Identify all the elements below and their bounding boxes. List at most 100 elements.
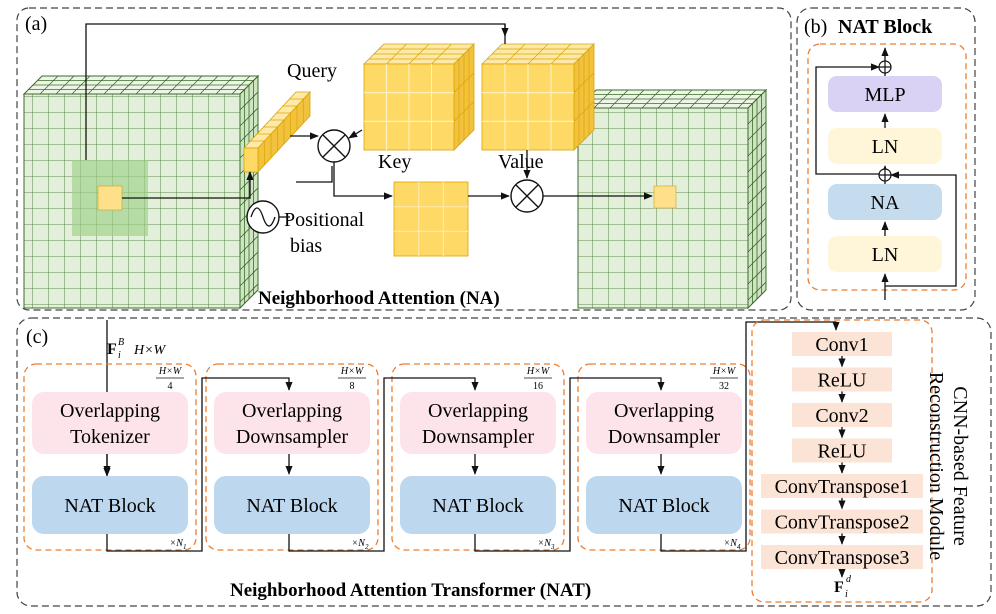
output-feature-label: F i d <box>834 574 852 600</box>
cnn-layer-box <box>761 474 923 498</box>
nat-block-label: NAT Block <box>432 495 523 517</box>
output-token <box>653 185 677 209</box>
cnn-layer-label: ConvTranspose2 <box>775 512 910 534</box>
resolution-numerator: H×W <box>340 366 365 377</box>
svg-text:i: i <box>845 589 848 600</box>
resolution-denominator: 4 <box>168 381 173 392</box>
repeat-count: ×N1 <box>170 538 187 551</box>
residual-add-icon <box>878 168 892 182</box>
panel-c-tag: (c) <box>26 326 48 348</box>
overlapping-downsampler-box <box>586 392 742 454</box>
ln-box-top <box>828 128 942 164</box>
svg-text:B: B <box>118 337 124 348</box>
key-block <box>363 43 475 151</box>
resolution-numerator: H×W <box>526 366 551 377</box>
panel-b-tag: (b) <box>804 16 827 38</box>
cnn-layer-box <box>761 509 923 534</box>
mlp-label: MLP <box>864 84 905 106</box>
panel-a-tag: (a) <box>25 13 47 35</box>
resolution-denominator: 16 <box>533 381 543 392</box>
input-feature-cube <box>22 74 260 310</box>
nat-block-label: NAT Block <box>618 495 709 517</box>
stage-connectors <box>106 321 840 552</box>
sine-wave-icon <box>246 200 280 234</box>
nat-block-box <box>214 476 370 534</box>
op-label: Overlapping <box>242 400 342 422</box>
panel-c-border <box>16 317 992 607</box>
ln-label-bottom: LN <box>872 244 899 266</box>
op-label: Tokenizer <box>70 426 150 448</box>
nat-block-box <box>586 476 742 534</box>
mlp-box <box>828 76 942 112</box>
resolution-denominator: 8 <box>350 381 355 392</box>
cnn-layer-box <box>792 367 892 392</box>
cnn-module-title: CNN-based Feature <box>949 386 971 546</box>
overlapping-downsampler-box <box>214 392 370 454</box>
resolution-numerator: H×W <box>712 366 737 377</box>
panel-c: (c) F i B H×W H×W 4OverlappingTokenizerNA… <box>16 317 992 607</box>
cnn-reconstruction-module: Conv1ReLUConv2ReLUConvTranspose1ConvTran… <box>751 319 971 603</box>
query-token <box>97 185 123 211</box>
stage-boundary <box>23 363 197 551</box>
svg-text:F: F <box>107 341 117 358</box>
output-feature-cube <box>576 88 768 310</box>
value-block <box>481 43 595 151</box>
overlapping-downsampler-box <box>400 392 556 454</box>
query-vector <box>243 90 311 174</box>
stage-boundary <box>577 363 751 551</box>
svg-text:H×W: H×W <box>133 343 167 358</box>
nat-block-boundary <box>807 43 967 291</box>
na-connectors <box>85 23 653 218</box>
op-label: Downsampler <box>422 426 535 448</box>
panel-b-title: NAT Block <box>838 16 933 38</box>
overlapping-tokenizer-box <box>32 392 188 454</box>
resolution-denominator: 32 <box>719 381 729 392</box>
cnn-layer-box <box>761 545 923 569</box>
query-label: Query <box>287 60 337 82</box>
repeat-count: ×N4 <box>724 538 741 551</box>
multiply-icon <box>510 179 544 213</box>
cnn-layer-label: ReLU <box>818 441 867 463</box>
cnn-layer-label: ConvTranspose3 <box>775 547 910 569</box>
panel-a-border <box>16 7 792 311</box>
svg-text:F: F <box>834 579 844 596</box>
svg-text:i: i <box>118 350 121 361</box>
residual-add-icon <box>878 60 892 74</box>
cnn-layer-box <box>792 332 892 356</box>
nat-block-box <box>32 476 188 534</box>
input-feature-label: F i B H×W <box>107 337 167 361</box>
key-label: Key <box>378 151 411 173</box>
multiply-icon <box>317 129 351 163</box>
ln-label-top: LN <box>872 136 899 158</box>
nat-block-connectors <box>815 47 957 300</box>
op-label: Downsampler <box>236 426 349 448</box>
nat-block-box <box>400 476 556 534</box>
op-label: Downsampler <box>608 426 721 448</box>
na-label: NA <box>871 192 900 214</box>
ln-box-bottom <box>828 236 942 272</box>
cnn-layer-box <box>792 403 892 427</box>
positional-bias-label: Positional <box>284 209 364 231</box>
repeat-count: ×N3 <box>538 538 555 551</box>
panel-a: (a) Query <box>16 7 792 311</box>
op-label: Overlapping <box>428 400 528 422</box>
nat-block-label: NAT Block <box>246 495 337 517</box>
stage-boundary <box>205 363 379 551</box>
positional-bias-label: bias <box>290 235 322 257</box>
cnn-layer-label: ConvTranspose1 <box>775 476 910 498</box>
attention-weights <box>393 181 469 257</box>
value-label: Value <box>498 151 544 173</box>
na-box <box>828 184 942 220</box>
repeat-count: ×N2 <box>352 538 369 551</box>
svg-text:d: d <box>846 574 852 585</box>
cnn-layer-label: Conv1 <box>815 334 868 356</box>
op-label: Overlapping <box>60 400 160 422</box>
stage-boundary <box>391 363 565 551</box>
cnn-layer-box <box>792 438 892 463</box>
cnn-layer-label: Conv2 <box>815 405 868 427</box>
